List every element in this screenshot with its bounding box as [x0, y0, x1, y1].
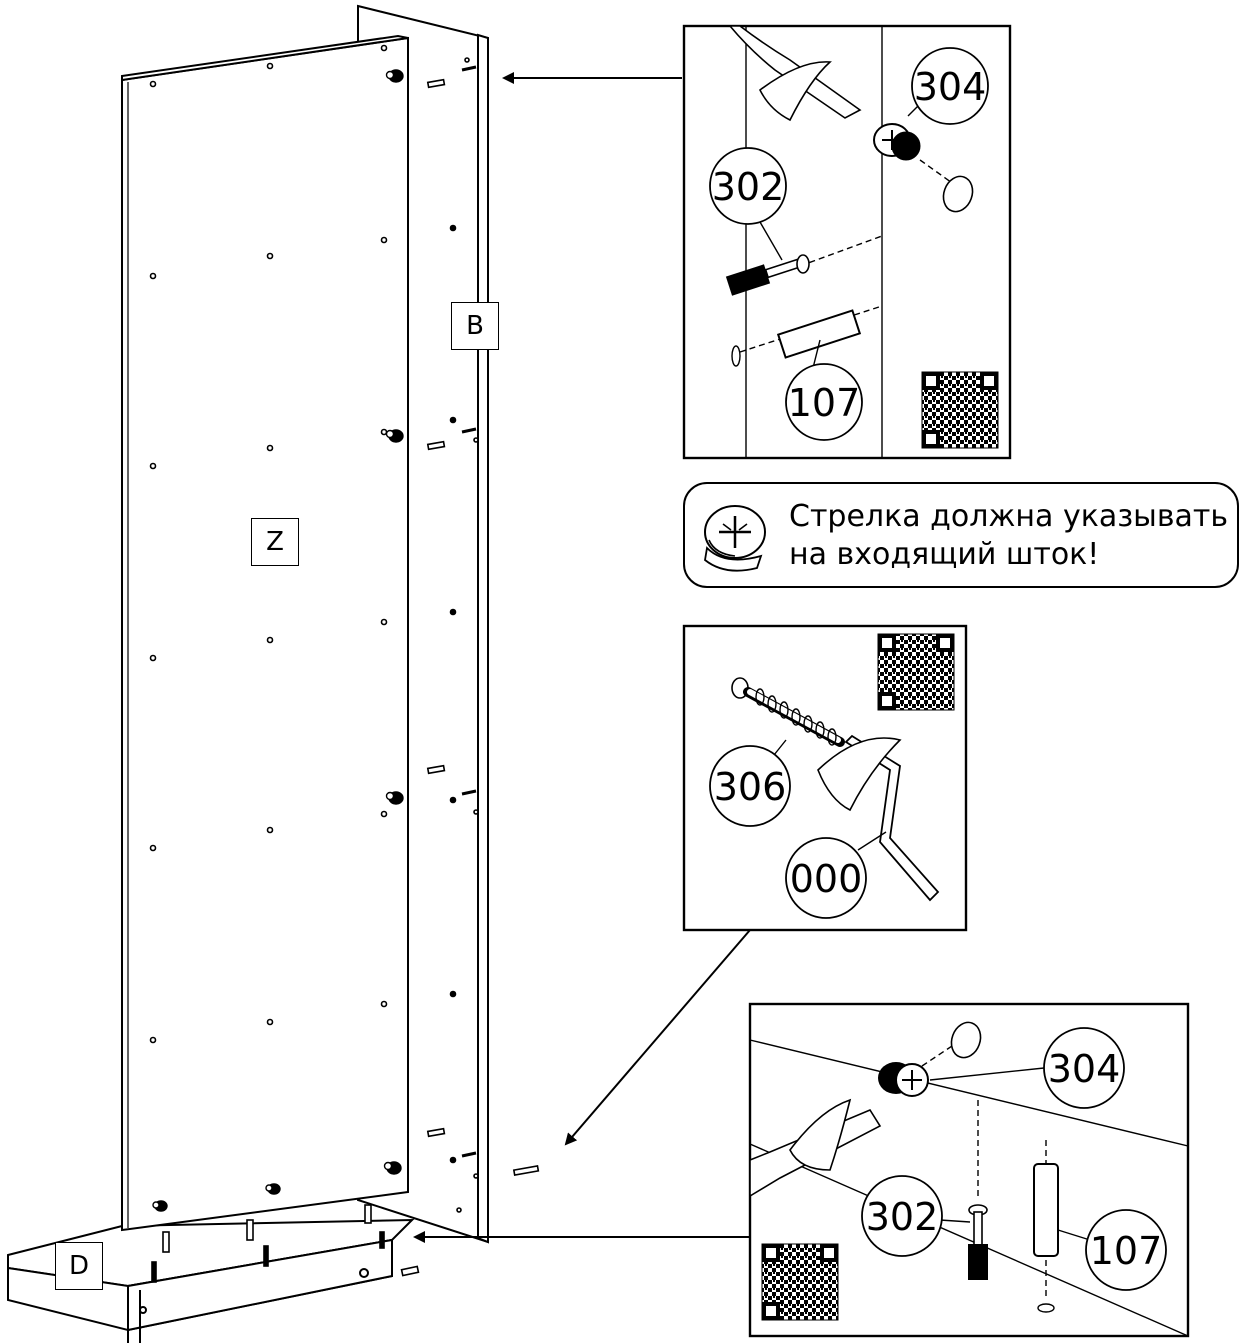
back-panel-fittings	[426, 57, 479, 1213]
callout-107-bottom: 107	[1090, 1229, 1163, 1273]
pointer-arrows	[413, 72, 751, 1243]
callout-304-bottom: 304	[1048, 1047, 1121, 1091]
callout-304-top: 304	[914, 65, 987, 109]
detail-box-top: 304 302 107	[682, 24, 1012, 460]
detail-box-bottom: 304 302 107	[748, 1002, 1190, 1338]
hint-line-2: на входящий шток!	[789, 537, 1100, 572]
front-panel-z	[121, 34, 409, 1232]
base-dowels	[151, 1204, 420, 1283]
callout-000: 000	[790, 857, 863, 901]
loose-screw-306	[512, 1165, 540, 1176]
callout-302-top: 302	[712, 165, 785, 209]
detail-box-middle: 306 000	[682, 624, 968, 932]
callout-107-top: 107	[788, 381, 861, 425]
callout-306: 306	[714, 765, 787, 809]
panel-label-d: D	[55, 1242, 103, 1290]
cam-orientation-hint: Стрелка должна указывать на входящий што…	[683, 482, 1239, 588]
panel-label-z: Z	[251, 518, 299, 566]
callout-302-bottom: 302	[866, 1195, 939, 1239]
front-panel-cam-locks	[152, 69, 404, 1212]
hint-line-1: Стрелка должна указывать	[789, 499, 1229, 534]
panel-label-b: B	[451, 302, 499, 350]
front-panel-holes	[149, 44, 388, 1044]
cam-lock-icon	[704, 505, 766, 572]
base-d	[7, 1218, 415, 1343]
